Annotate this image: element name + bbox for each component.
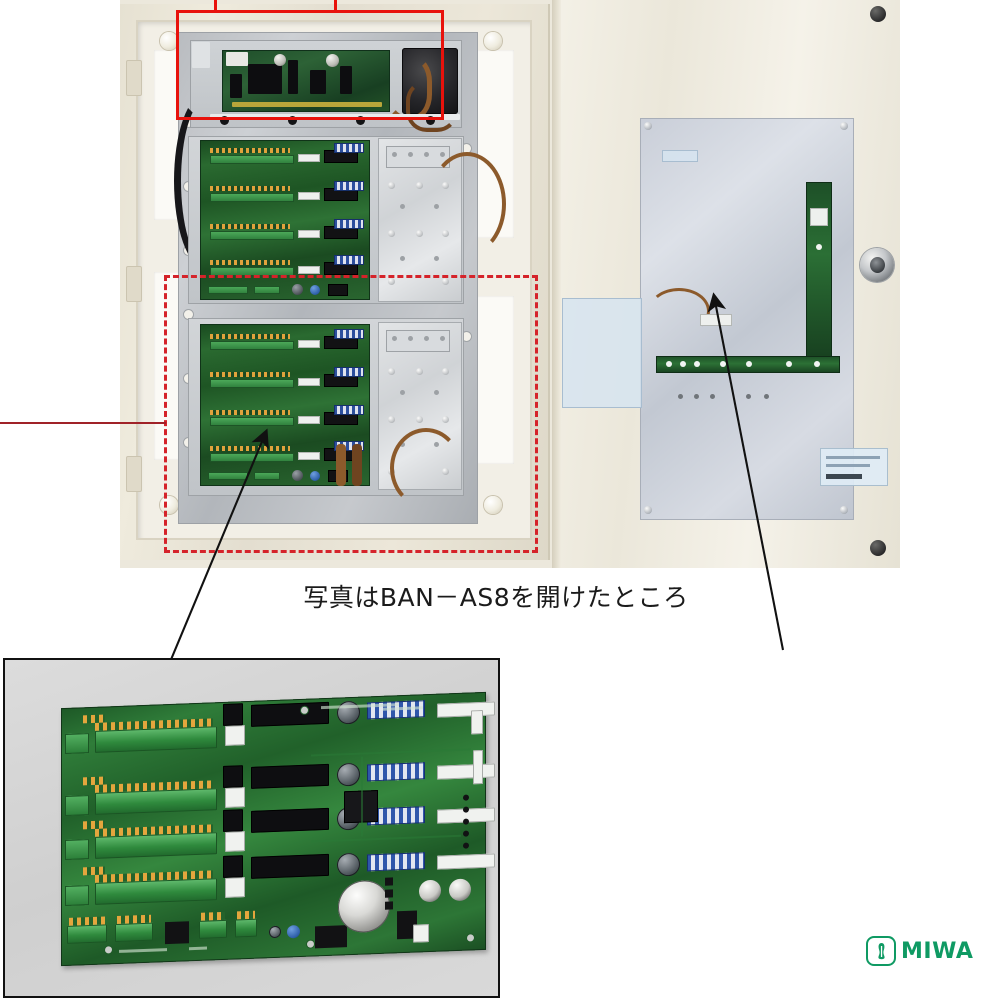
electrolytic-capacitor — [338, 879, 390, 934]
door-spec-label — [820, 448, 888, 486]
wire-bundle-lower — [390, 428, 462, 508]
wire-bundle-upper — [428, 152, 506, 256]
miwa-logo: MIWA — [866, 936, 973, 966]
door-lock-cylinder[interactable] — [860, 248, 894, 282]
annotation-red-solid-box — [176, 10, 444, 120]
hinge-upper — [126, 60, 142, 96]
power-supply-pcb — [222, 50, 390, 112]
annotation-red-stub-top — [214, 0, 217, 12]
mounting-backplate — [174, 32, 506, 524]
miwa-wordmark: MIWA — [901, 938, 974, 964]
hinge-middle — [126, 266, 142, 302]
boss-top-right — [484, 32, 502, 50]
boss-bottom-right — [484, 496, 502, 514]
annotation-red-dashed-box — [164, 275, 538, 553]
door-led-board — [656, 356, 840, 373]
photo-caption: 写真はBAN－AS8を開けたところ — [303, 583, 689, 612]
annotation-red-leader-stub — [334, 0, 337, 12]
power-supply-unit — [190, 40, 462, 132]
controller-board-upper — [200, 140, 370, 300]
controller-pcb — [61, 691, 495, 967]
miwa-key-icon — [866, 936, 896, 966]
door-edge — [552, 0, 561, 568]
door-vertical-board — [806, 182, 832, 362]
cabinet-opened-photo — [120, 0, 900, 568]
annotation-red-lead-line — [0, 422, 166, 424]
cabinet-door — [552, 0, 900, 568]
flange-right-lower — [472, 296, 514, 464]
hinge-lower — [126, 456, 142, 492]
door-screw-bottom — [870, 540, 886, 556]
boss-top-left — [160, 32, 178, 50]
door-screw-top — [870, 6, 886, 22]
controller-pcb-detail-photo — [3, 658, 500, 998]
cabinet-body — [120, 4, 550, 560]
